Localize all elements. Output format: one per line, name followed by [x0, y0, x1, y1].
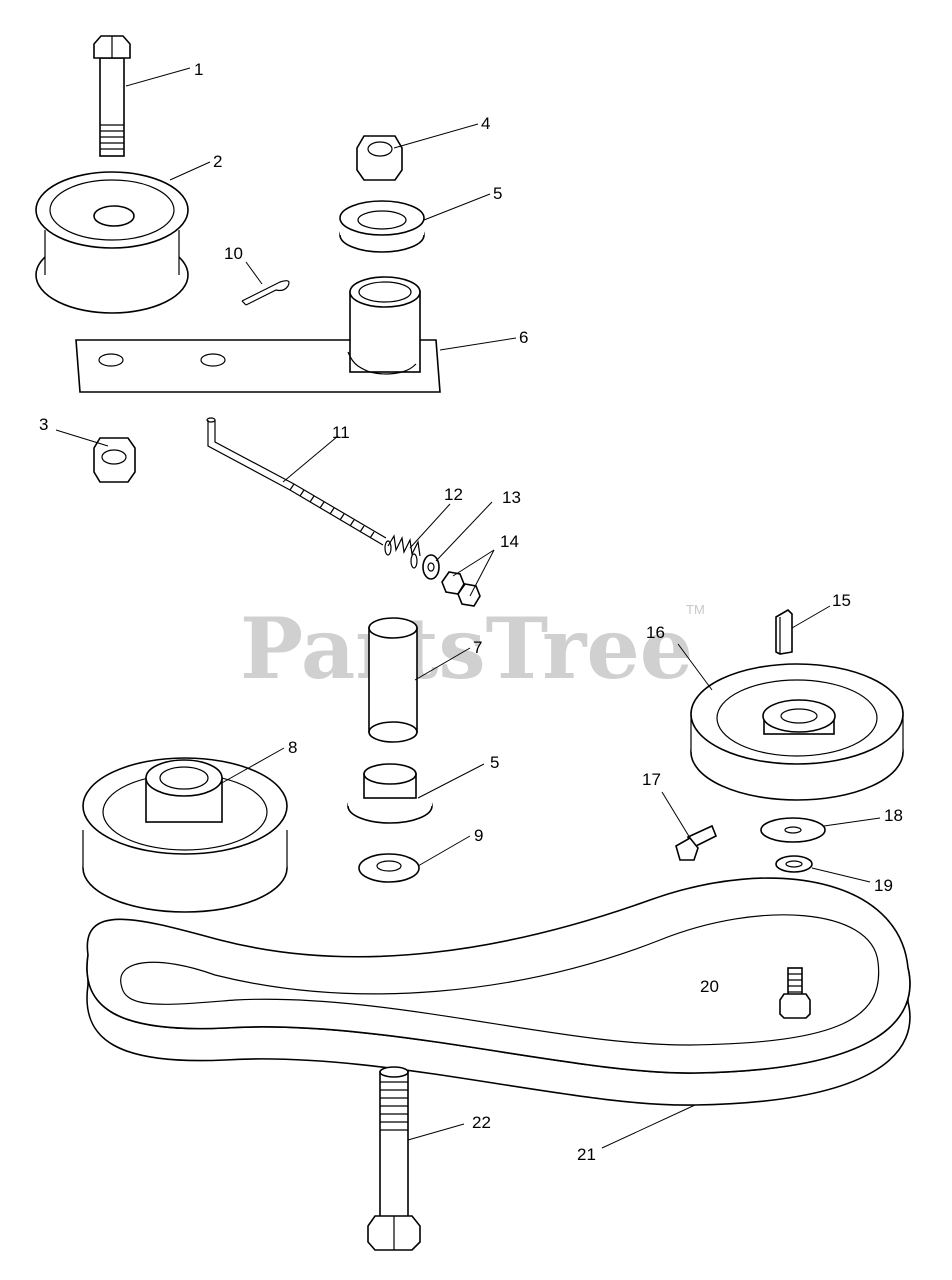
callout-10: 10	[224, 244, 243, 263]
callout-2: 2	[213, 152, 222, 171]
leader-lines	[55, 67, 881, 1149]
part-14-jam-nuts[interactable]	[441, 571, 481, 607]
callout-7: 7	[473, 638, 482, 657]
part-7-spacer-tube[interactable]	[368, 617, 418, 743]
part-13-washer[interactable]	[422, 554, 440, 580]
callout-4: 4	[481, 114, 490, 133]
callout-8: 8	[288, 738, 297, 757]
callouts: 1 2 3 4 5 6 7 8 5 9 10 11 12 13 14 15 16…	[39, 60, 903, 1164]
part-10-cotter-pin[interactable]	[241, 280, 290, 306]
callout-11: 11	[332, 423, 350, 442]
callout-19: 19	[874, 876, 893, 895]
part-4-nut[interactable]	[356, 135, 403, 181]
part-2-idler-pulley[interactable]	[35, 171, 189, 314]
part-15-key[interactable]	[775, 608, 793, 655]
callout-5-lower: 5	[490, 753, 499, 772]
part-11-rod[interactable]	[206, 417, 387, 546]
callout-22: 22	[472, 1113, 491, 1132]
part-6-idler-arm[interactable]	[75, 276, 441, 393]
part-1-bolt[interactable]	[93, 35, 131, 157]
part-20-bolt[interactable]	[779, 967, 811, 1019]
part-5-bushing-lower[interactable]	[347, 763, 433, 824]
part-19-lock-washer[interactable]	[775, 855, 813, 873]
callout-21: 21	[577, 1145, 596, 1164]
watermark: PartsTree TM	[240, 599, 705, 698]
callout-3: 3	[39, 415, 48, 434]
part-21-belt[interactable]	[86, 877, 911, 1106]
watermark-text: PartsTree	[240, 599, 693, 698]
part-5-bushing-upper[interactable]	[339, 200, 425, 253]
callout-13: 13	[502, 488, 521, 507]
callout-12: 12	[444, 485, 463, 504]
callout-9: 9	[474, 826, 483, 845]
part-9-washer[interactable]	[358, 853, 420, 883]
callout-17: 17	[642, 770, 661, 789]
part-16-pulley[interactable]	[690, 663, 904, 801]
watermark-trademark: TM	[686, 602, 705, 617]
callout-16: 16	[646, 623, 665, 642]
part-3-nut[interactable]	[93, 437, 136, 483]
part-17-bolt[interactable]	[675, 824, 718, 861]
part-22-bolt[interactable]	[367, 1066, 421, 1251]
part-12-spring[interactable]	[384, 534, 421, 569]
callout-6: 6	[519, 328, 528, 347]
callout-18: 18	[884, 806, 903, 825]
callout-20: 20	[700, 977, 719, 996]
callout-1: 1	[194, 60, 203, 79]
callout-15: 15	[832, 591, 851, 610]
part-8-drive-pulley[interactable]	[82, 757, 288, 913]
part-18-washer[interactable]	[760, 817, 826, 843]
callout-5-upper: 5	[493, 184, 502, 203]
callout-14: 14	[500, 532, 519, 551]
